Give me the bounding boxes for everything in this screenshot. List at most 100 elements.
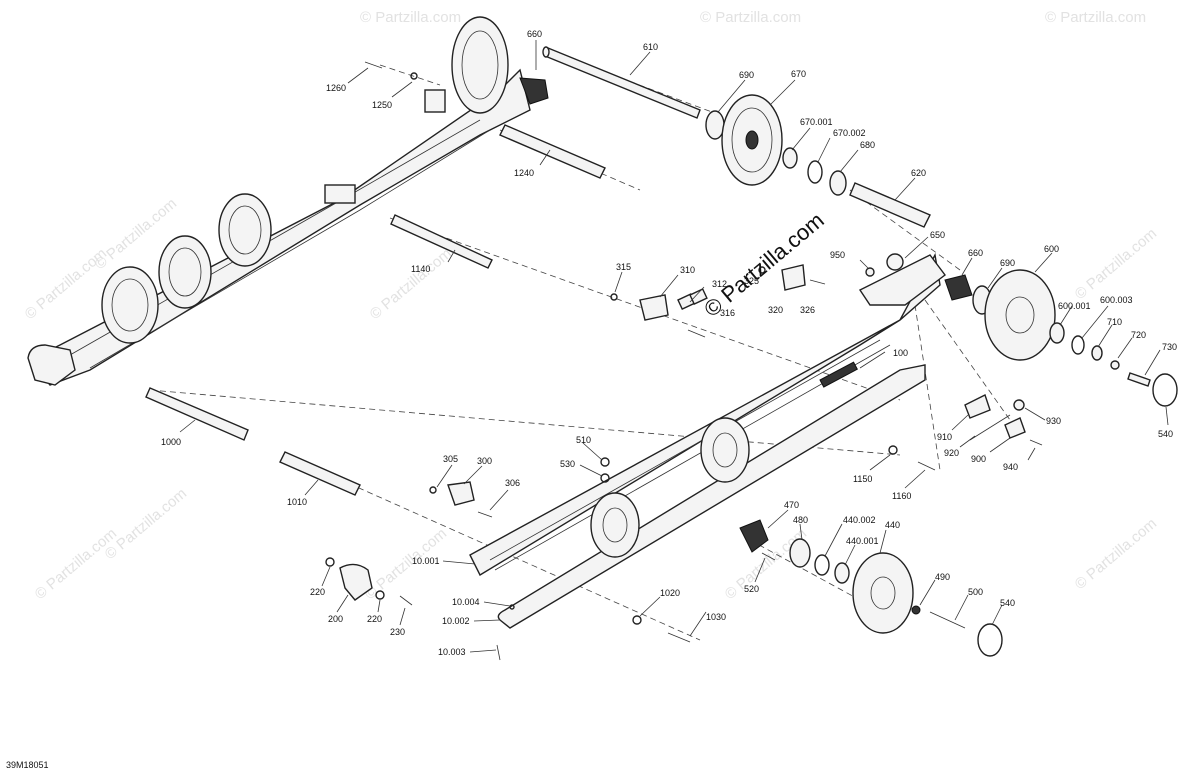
callout-label: 220 (367, 614, 382, 624)
callout-label: 1160 (892, 491, 911, 501)
shaft-1010 (279, 451, 361, 496)
callout-label: 1260 (326, 83, 346, 93)
callout-label: 930 (1046, 416, 1061, 426)
slide-10002 (497, 364, 926, 629)
callout-label: 1250 (372, 100, 392, 110)
callout-label: 200 (328, 614, 343, 624)
callout-label: 1150 (853, 474, 872, 484)
callout-label: 440.002 (843, 515, 876, 525)
block-320 (781, 264, 806, 291)
wheel-440 (739, 519, 1003, 657)
mount-block (424, 89, 446, 113)
callout-label: 660 (527, 29, 542, 39)
callout-label: 730 (1162, 342, 1177, 352)
shaft-1140 (390, 214, 493, 269)
callout-label: 326 (800, 305, 815, 315)
watermark: © Partzilla.com (1072, 225, 1160, 303)
callout-label: 10.003 (438, 647, 466, 657)
watermark: © Partzilla.com (32, 525, 120, 603)
callout-label: 312 (712, 279, 727, 289)
callout-label: 690 (1000, 258, 1015, 268)
callout-label: 530 (560, 459, 575, 469)
callout-label: 600.001 (1058, 301, 1091, 311)
callout-label: 720 (1131, 330, 1146, 340)
callout-label: 690 (739, 70, 754, 80)
callout-label: 10.002 (442, 616, 470, 626)
callout-label: 315 (616, 262, 631, 272)
callout-label: 620 (911, 168, 926, 178)
watermark: © Partzilla.com (102, 485, 190, 563)
callout-label: 1000 (161, 437, 181, 447)
small-parts (325, 61, 1043, 661)
callout-label: 520 (744, 584, 759, 594)
callout-label: 10.004 (452, 597, 480, 607)
shaft-1240 (499, 124, 606, 179)
callout-label: 940 (1003, 462, 1018, 472)
callout-label: 1010 (287, 497, 307, 507)
block-310 (639, 294, 669, 321)
callout-label: 470 (784, 500, 799, 510)
rear-wheel-670 (705, 94, 847, 196)
callout-label: 10.001 (412, 556, 440, 566)
idler-wheel (451, 16, 509, 114)
callout-label: 660 (968, 248, 983, 258)
callout-label: 670 (791, 69, 806, 79)
callout-label: 310 (680, 265, 695, 275)
callout-label: 230 (390, 627, 405, 637)
left-idler-wheels (101, 16, 549, 344)
callout-label: 680 (860, 140, 875, 150)
callout-label: 220 (310, 587, 325, 597)
idler-wheel (158, 235, 212, 309)
callout-label: 950 (830, 250, 845, 260)
idler-wheel (218, 193, 272, 267)
watermark: © Partzilla.com (1072, 515, 1160, 593)
callout-label: 1240 (514, 168, 534, 178)
callout-label: 306 (505, 478, 520, 488)
rail-front-tip (27, 344, 76, 386)
bracket-910 (964, 394, 991, 419)
watermark: © Partzilla.com (1045, 9, 1146, 26)
block-300 (447, 481, 475, 506)
shaft-610 (544, 47, 701, 119)
callout-label: 325 (744, 276, 759, 286)
callout-label: 440 (885, 520, 900, 530)
callout-label: 650 (930, 230, 945, 240)
right-idler-wheels (590, 417, 750, 558)
assembly-lines (149, 49, 1011, 641)
callout-label: 600.003 (1100, 295, 1133, 305)
right-rail (469, 252, 946, 629)
callout-label: 440.001 (846, 536, 879, 546)
shaft-620 (849, 182, 931, 228)
callout-label: 1030 (706, 612, 726, 622)
rail-decal (819, 361, 858, 388)
callout-label: 480 (793, 515, 808, 525)
rear-rail-plate (858, 254, 946, 306)
callout-label: 305 (443, 454, 458, 464)
callout-label: 540 (1158, 429, 1173, 439)
watermark: © Partzilla.com (367, 245, 455, 323)
callout-labels: 660 610 690 670 670.001 670.002 680 1260… (161, 29, 1177, 657)
callout-label: 670.001 (800, 117, 833, 127)
callout-label: 300 (477, 456, 492, 466)
callout-label: 320 (768, 305, 783, 315)
rail-slide-block (324, 184, 356, 204)
callout-label: 510 (576, 435, 591, 445)
leader-lines (179, 40, 1169, 653)
bracket-200 (339, 563, 373, 601)
callout-label: 610 (643, 42, 658, 52)
callout-label: 1020 (660, 588, 680, 598)
callout-label: 670.002 (833, 128, 866, 138)
callout-label: 540 (1000, 598, 1015, 608)
callout-label: 316 (720, 308, 735, 318)
callout-label: 710 (1107, 317, 1122, 327)
callout-label: 100 (893, 348, 908, 358)
callout-label: 500 (968, 587, 983, 597)
callout-label: 900 (971, 454, 986, 464)
left-rail (27, 68, 531, 386)
cross-shafts (145, 46, 931, 496)
idler-wheel (101, 266, 159, 344)
callout-label: 1140 (411, 264, 430, 274)
rear-wheel-600 (865, 267, 1178, 407)
callout-label: 920 (944, 448, 959, 458)
callout-label: 600 (1044, 244, 1059, 254)
